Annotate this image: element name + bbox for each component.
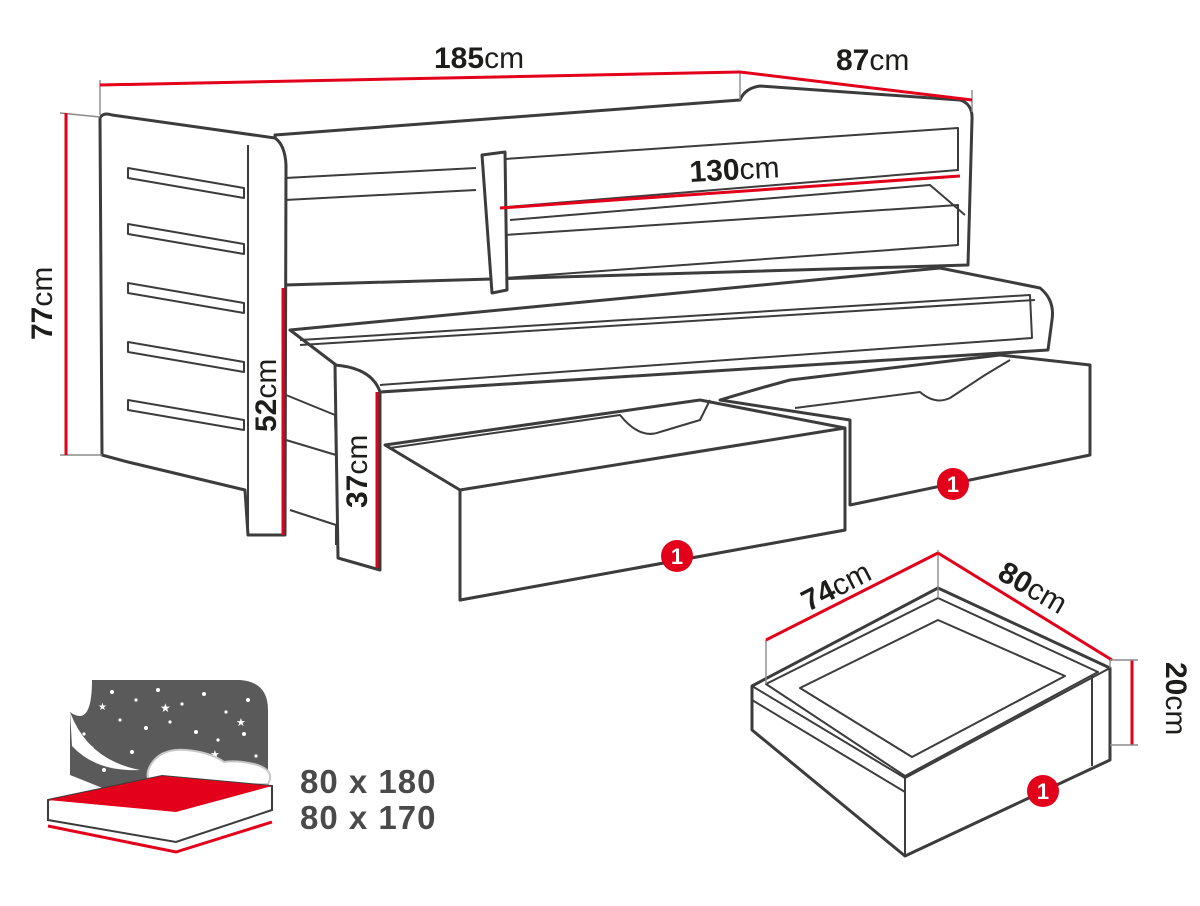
back-drawer-badge: 1 xyxy=(937,468,969,500)
svg-text:★: ★ xyxy=(160,701,171,715)
bed-drawing xyxy=(98,84,1092,602)
mattress-size-2: 80 x 170 xyxy=(300,799,436,836)
drawer-height-label: 20cm xyxy=(1159,662,1192,735)
bed-dimension-lines xyxy=(59,70,973,568)
front-drawer-badge: 1 xyxy=(661,540,693,572)
svg-text:1: 1 xyxy=(1037,779,1049,804)
lower-bed-height-label: 37cm xyxy=(341,435,374,508)
total-height-label: 77cm xyxy=(26,267,59,340)
svg-text:★: ★ xyxy=(98,702,107,713)
drawer-drawing xyxy=(750,586,1112,858)
drawer-dimension-lines xyxy=(765,550,1138,746)
mattress-icon: ★ ★ ★ ★ xyxy=(47,680,273,854)
total-length-label: 185cm xyxy=(434,42,524,75)
svg-text:1: 1 xyxy=(947,472,959,497)
svg-text:★: ★ xyxy=(210,749,220,761)
mattress-size-1: 80 x 180 xyxy=(300,763,436,800)
drawer-detail-badge: 1 xyxy=(1027,775,1059,807)
svg-text:1: 1 xyxy=(671,544,683,569)
total-depth-label: 87cm xyxy=(836,44,909,77)
inner-length-label: 130cm xyxy=(689,151,781,189)
upper-bed-height-label: 52cm xyxy=(250,359,283,432)
svg-text:★: ★ xyxy=(236,717,246,729)
drawer-width-label: 74cm xyxy=(796,556,876,619)
stars-icon: ★ ★ ★ ★ xyxy=(82,688,258,772)
